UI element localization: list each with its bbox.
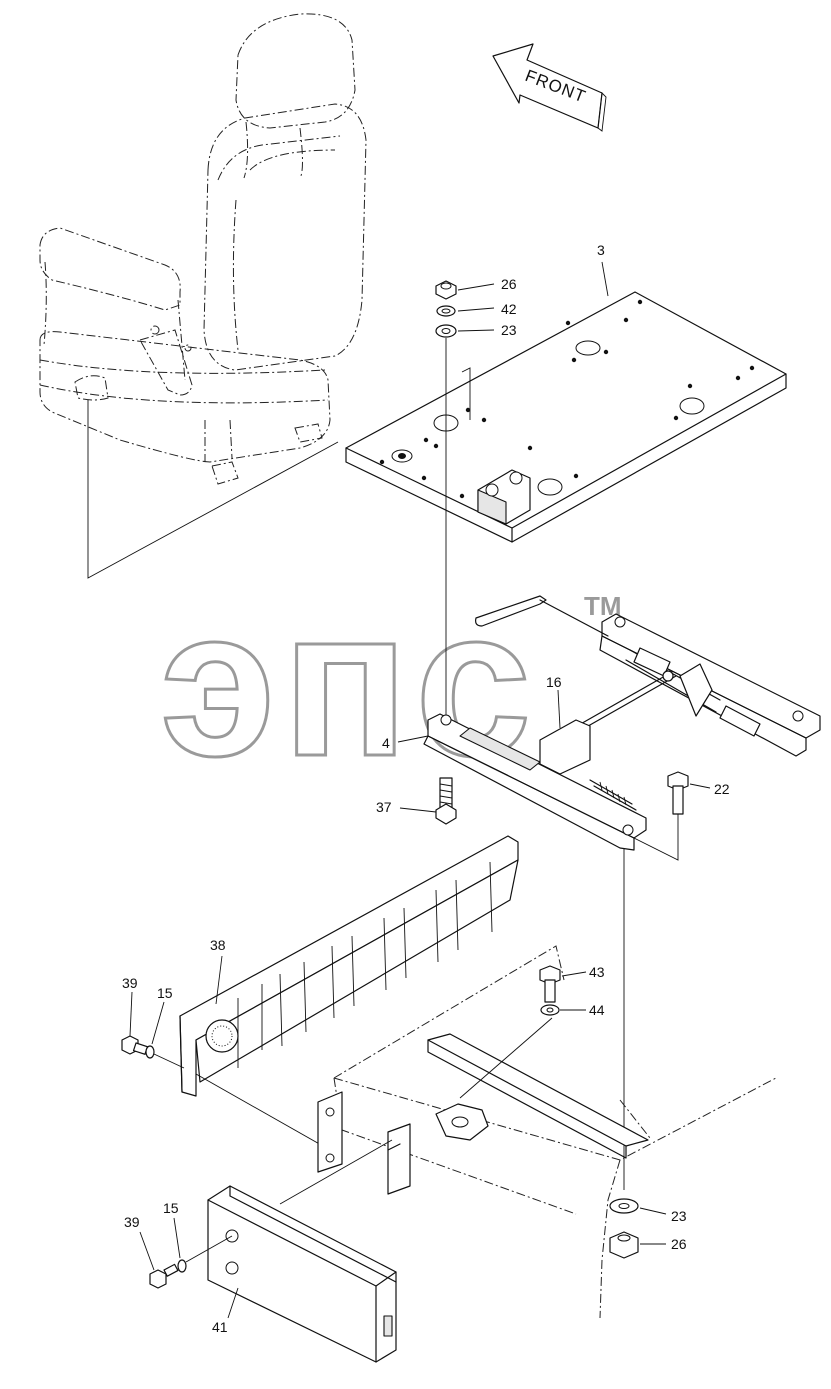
callout-22: 22 [714, 781, 730, 797]
frame-phantom [317, 945, 777, 1319]
callout-26-bottom: 26 [671, 1236, 687, 1252]
watermark: эпс TM [159, 564, 622, 802]
nut-washer-stack-top [435, 280, 457, 720]
base-plate-part-3 [345, 291, 787, 543]
callout-15-bottom: 15 [163, 1200, 179, 1216]
bolt-37 [435, 777, 457, 825]
callout-39: 39 [122, 975, 138, 991]
bolt-22 [667, 771, 689, 815]
front-direction-arrow: FRONT [492, 43, 607, 132]
watermark-text: эпс [160, 565, 538, 800]
callout-43: 43 [589, 964, 605, 980]
callout-39-bottom: 39 [124, 1214, 140, 1230]
nut-washer-stack-bottom [609, 1198, 639, 1259]
callout-labels: 3 26 42 23 16 4 22 37 38 39 15 43 44 23 … [122, 242, 730, 1335]
bolt-39-washer-15-bottom [149, 1259, 187, 1289]
callout-15: 15 [157, 985, 173, 1001]
bolt-43-washer-44 [539, 965, 561, 1016]
seat-assembly-phantom [39, 13, 367, 579]
callout-16: 16 [546, 674, 562, 690]
callout-41: 41 [212, 1319, 228, 1335]
callout-4: 4 [382, 735, 390, 751]
bolt-39-washer-15-top [121, 1035, 185, 1069]
callout-38: 38 [210, 937, 226, 953]
callout-leaders [129, 261, 711, 1319]
callout-26: 26 [501, 276, 517, 292]
callout-44: 44 [589, 1002, 605, 1018]
callout-42: 42 [501, 301, 517, 317]
callout-37: 37 [376, 799, 392, 815]
callout-23: 23 [501, 322, 517, 338]
slide-rail-assembly-part-4 [423, 595, 821, 1190]
front-cover-part-41 [185, 1139, 397, 1363]
side-cover-part-38 [179, 835, 519, 1151]
callout-3: 3 [597, 242, 605, 258]
callout-23-bottom: 23 [671, 1208, 687, 1224]
